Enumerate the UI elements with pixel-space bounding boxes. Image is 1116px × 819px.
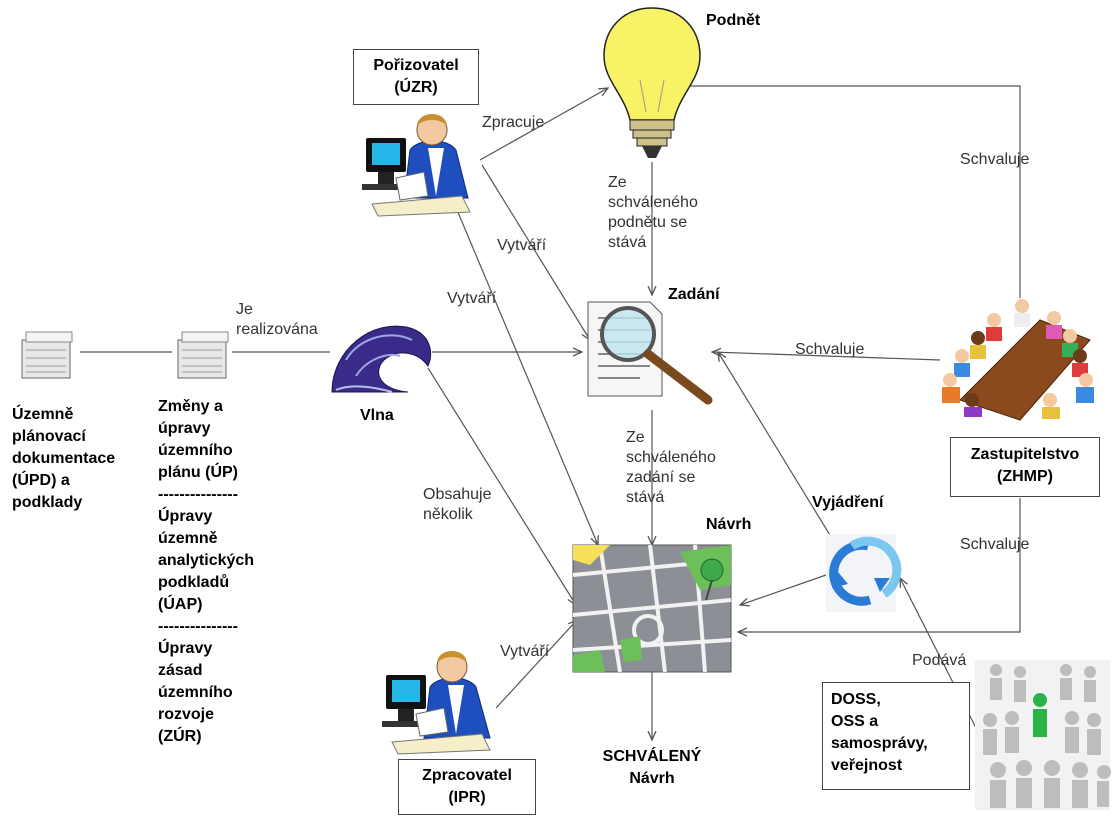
node-schvaleny-navrh-label: SCHVÁLENÝ Návrh: [602, 748, 702, 787]
node-zadani-label: Zadání: [668, 286, 720, 303]
edge-label-vytvari-zpracovatel: Vytváří: [500, 643, 550, 660]
edge-vyjadreni-navrh: [740, 574, 827, 605]
meeting-table-icon: [942, 299, 1094, 421]
edge-zastupitelstvo-navrh: [738, 498, 1021, 632]
node-navrh-label: Návrh: [706, 516, 752, 533]
node-upd-label: Územně plánovací dokumentace (ÚPD) a pod…: [12, 406, 116, 511]
edge-vlna-navrh: [427, 367, 576, 605]
edge-zastupitelstvo-zadani: [712, 352, 941, 361]
wave-icon: [331, 325, 432, 393]
edge-label-ze-zadani: Ze schváleného zadání se stává: [626, 429, 716, 506]
edge-zpracovatel-navrh: [495, 620, 577, 709]
cycle-arrows-icon: [826, 534, 902, 612]
node-zastupitelstvo-box: Zastupitelstvo (ZHMP): [950, 437, 1100, 497]
edge-label-vytvari-navrh: Vytváří: [447, 290, 497, 307]
city-map-icon: [572, 544, 732, 673]
edge-podnet-zastupitelstvo: [685, 85, 1021, 298]
edge-porizovatel-zadani: [481, 164, 590, 340]
document-magnifier-icon: [587, 301, 713, 405]
edge-label-vytvari-zadani: Vytváří: [497, 237, 547, 254]
edge-label-ze-podnetu: Ze schváleného podnětu se stává: [608, 174, 698, 251]
node-podnet-label: Podnět: [706, 12, 761, 29]
node-porizovatel-box: Pořizovatel (ÚZR): [353, 49, 479, 105]
person-at-computer-icon: [382, 651, 491, 755]
edge-label-schvaluje-navrh: Schvaluje: [960, 536, 1030, 553]
stacked-papers-icon: [177, 331, 229, 379]
node-vlna-label: Vlna: [360, 407, 394, 424]
edge-porizovatel-podnet: [479, 88, 608, 161]
edge-label-podava: Podává: [912, 652, 967, 669]
edge-label-obsahuje: Obsahuje několik: [423, 486, 492, 523]
node-vyjadreni-label: Vyjádření: [812, 494, 884, 511]
edge-label-schvaluje-zadani: Schvaluje: [795, 341, 865, 358]
node-zmeny-label: Změny a úpravy územního plánu (ÚP) -----…: [158, 398, 255, 745]
edge-label-schvaluje-podnet: Schvaluje: [960, 151, 1030, 168]
edge-label-je-realizovana: Je realizována: [236, 301, 318, 338]
crowd-icon: [975, 660, 1111, 810]
edge-porizovatel-navrh: [456, 209, 598, 545]
stacked-papers-icon: [21, 331, 73, 379]
node-zpracovatel-box: Zpracovatel (IPR): [398, 759, 536, 815]
lightbulb-icon: [603, 7, 701, 158]
node-doss-box: DOSS, OSS a samosprávy, veřejnost: [822, 682, 970, 790]
person-at-computer-icon: [362, 114, 471, 217]
edge-label-zpracuje: Zpracuje: [482, 114, 545, 131]
edge-vyjadreni-zadani: [718, 352, 837, 546]
